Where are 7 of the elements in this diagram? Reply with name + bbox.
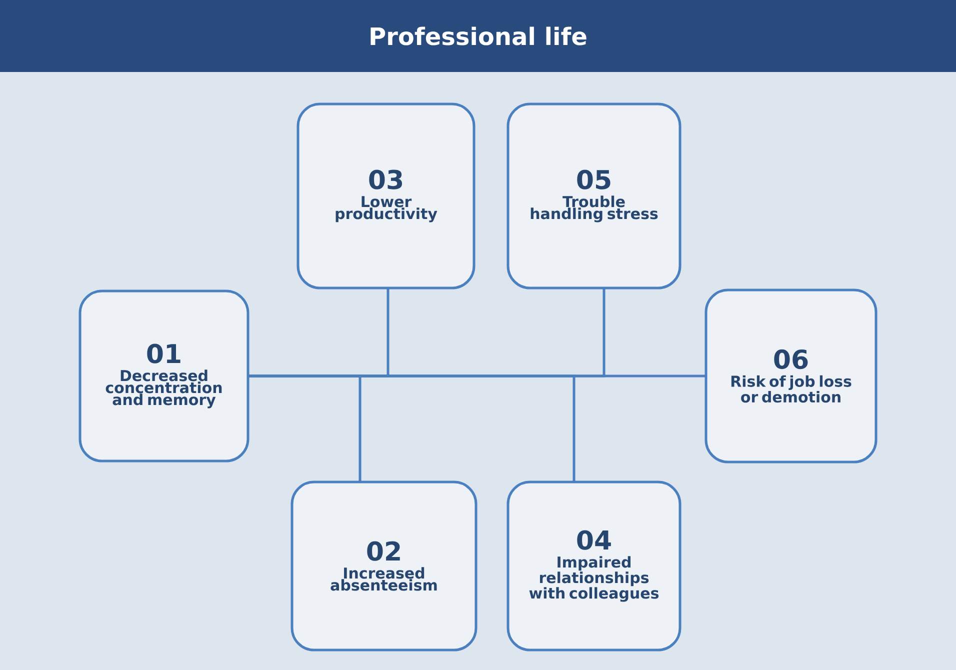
callout-box: 01 Decreased concentration and memory	[78, 290, 250, 462]
callout-box: 02 Increased absenteeism	[290, 480, 478, 652]
callout-box: 06 Risk of job loss or demotion	[704, 288, 878, 464]
title: Professional life	[370, 26, 586, 46]
callout-box: 04 Impaired relationships with colleagues	[506, 480, 682, 652]
callout-box: 05 Trouble handling stress	[506, 102, 682, 290]
callout-box: 03 Lower productivity	[296, 102, 476, 290]
